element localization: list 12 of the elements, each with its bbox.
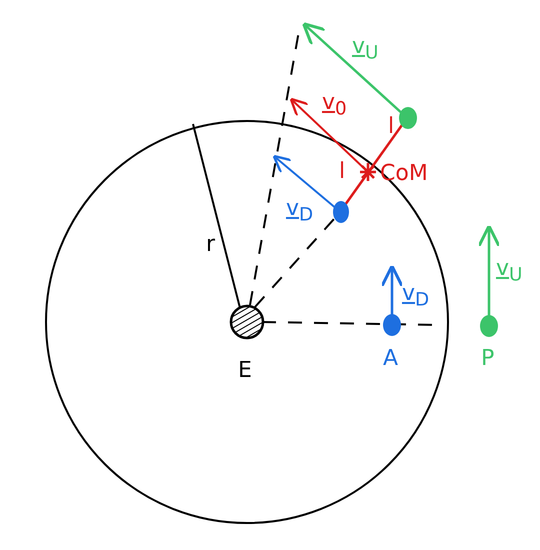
point-label: P xyxy=(481,348,494,370)
point-label: E xyxy=(238,360,252,382)
point-label: A xyxy=(383,348,398,370)
point-label: CoM xyxy=(380,163,428,185)
vector-label: v$_{D}$ xyxy=(286,198,314,225)
length-label: l xyxy=(388,116,394,138)
vector-label: v$_{U}$ xyxy=(496,258,522,285)
vector-label: v$_{U}$ xyxy=(352,36,378,63)
length-label: l xyxy=(339,161,346,183)
vector-label: v$_{0}$ xyxy=(322,92,347,119)
radius-label: r xyxy=(206,234,216,256)
vector-label: v$_{D}$ xyxy=(402,283,430,310)
